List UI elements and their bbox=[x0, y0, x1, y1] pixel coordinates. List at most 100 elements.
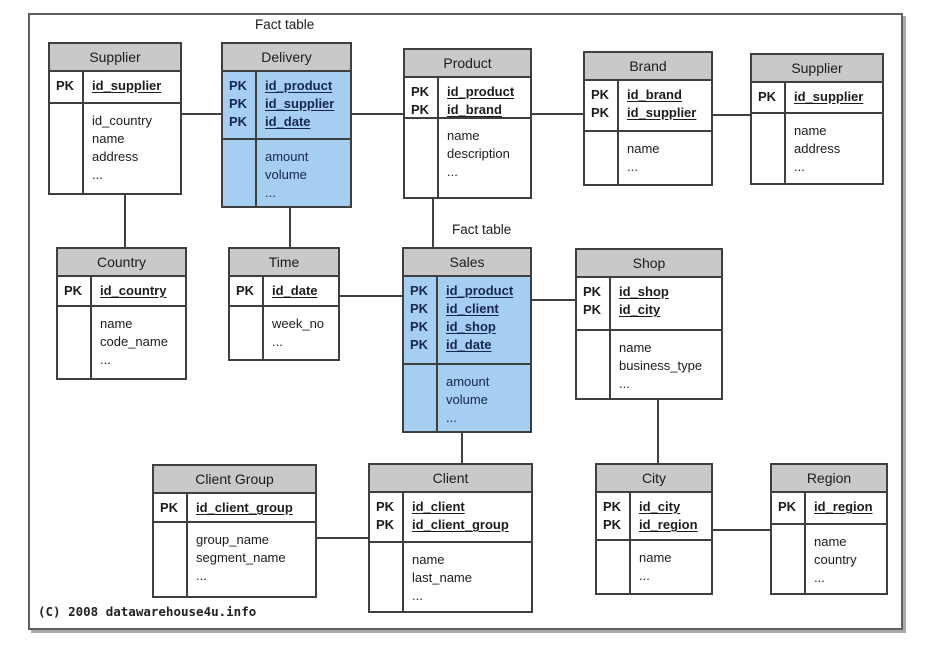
field: ... bbox=[446, 410, 457, 425]
pk-column: PK PK bbox=[405, 78, 439, 117]
pk-column-empty bbox=[404, 365, 438, 431]
table-product: Product PK PK id_product id_brand name d… bbox=[403, 48, 532, 199]
field: volume bbox=[446, 392, 488, 407]
pk-field: id_country bbox=[100, 283, 167, 298]
fields: id_country name address ... bbox=[84, 104, 154, 193]
table-country: Country PK id_country name code_name ... bbox=[56, 247, 187, 380]
field: ... bbox=[794, 159, 805, 174]
pk-badge: PK bbox=[583, 284, 602, 299]
connector-product-brand bbox=[532, 113, 583, 115]
field: ... bbox=[412, 588, 423, 603]
fields: name code_name ... bbox=[92, 307, 170, 378]
pk-column: PK bbox=[752, 83, 786, 112]
pk-badge: PK bbox=[229, 78, 248, 93]
fact-table-label-delivery: Fact table bbox=[255, 17, 315, 32]
field: ... bbox=[100, 352, 111, 367]
pk-section: PK PK PK PK id_product id_client id_shop… bbox=[404, 277, 530, 365]
table-title: Time bbox=[230, 249, 338, 277]
pk-section: PK PK PK id_product id_supplier id_date bbox=[223, 72, 350, 140]
pk-field: id_product bbox=[446, 283, 514, 298]
connector-sales-shop bbox=[532, 299, 575, 301]
pk-section: PK PK id_client id_client_group bbox=[370, 493, 531, 543]
fact-table-label-sales: Fact table bbox=[452, 222, 512, 237]
pk-field: id_product bbox=[447, 84, 515, 99]
field: ... bbox=[92, 167, 103, 182]
field: volume bbox=[265, 167, 307, 182]
pk-column-empty bbox=[585, 132, 619, 184]
table-title: Country bbox=[58, 249, 185, 277]
connector-delivery-time bbox=[289, 208, 291, 247]
table-title: Product bbox=[405, 50, 530, 78]
field: name bbox=[447, 128, 480, 143]
pk-badge: PK bbox=[410, 337, 429, 352]
pk-fields: id_product id_client id_shop id_date bbox=[438, 277, 515, 363]
field: name bbox=[627, 141, 660, 156]
field: name bbox=[794, 123, 827, 138]
fields-section: name address ... bbox=[752, 114, 882, 183]
pk-column: PK PK PK PK bbox=[404, 277, 438, 363]
pk-column-empty bbox=[577, 331, 611, 398]
fields-section: amount volume ... bbox=[404, 365, 530, 431]
table-brand: Brand PK PK id_brand id_supplier name ..… bbox=[583, 51, 713, 186]
pk-field: id_brand bbox=[627, 87, 682, 102]
pk-badge: PK bbox=[410, 283, 429, 298]
pk-field: id_supplier bbox=[627, 105, 697, 120]
field: amount bbox=[446, 374, 490, 389]
field: amount bbox=[265, 149, 309, 164]
pk-field: id_region bbox=[639, 517, 698, 532]
pk-column: PK PK bbox=[585, 81, 619, 130]
pk-column: PK bbox=[154, 494, 188, 521]
table-title: Client Group bbox=[154, 466, 315, 494]
table-supplier-right: Supplier PK id_supplier name address ... bbox=[750, 53, 884, 185]
pk-column-empty bbox=[58, 307, 92, 378]
table-title: Shop bbox=[577, 250, 721, 278]
pk-column: PK bbox=[772, 493, 806, 523]
pk-field: id_client_group bbox=[412, 517, 509, 532]
pk-badge: PK bbox=[411, 84, 430, 99]
table-title: Supplier bbox=[752, 55, 882, 83]
pk-section: PK PK id_product id_brand bbox=[405, 78, 530, 119]
field: code_name bbox=[100, 334, 168, 349]
pk-badge: PK bbox=[229, 96, 248, 111]
pk-badge: PK bbox=[591, 87, 610, 102]
field: week_no bbox=[272, 316, 325, 331]
pk-field: id_city bbox=[619, 302, 661, 317]
table-title: Client bbox=[370, 465, 531, 493]
field: ... bbox=[272, 334, 283, 349]
field: business_type bbox=[619, 358, 703, 373]
fields: name address ... bbox=[786, 114, 842, 183]
pk-column: PK bbox=[230, 277, 264, 305]
pk-column-empty bbox=[230, 307, 264, 359]
fields-section: amount volume ... bbox=[223, 140, 350, 206]
pk-field: id_supplier bbox=[794, 89, 864, 104]
field: last_name bbox=[412, 570, 472, 585]
pk-badge: PK bbox=[603, 499, 622, 514]
fields: week_no ... bbox=[264, 307, 326, 359]
pk-column: PK PK PK bbox=[223, 72, 257, 138]
pk-section: PK id_supplier bbox=[752, 83, 882, 114]
field: ... bbox=[619, 376, 630, 391]
pk-fields: id_shop id_city bbox=[611, 278, 671, 329]
pk-column: PK PK bbox=[577, 278, 611, 329]
pk-section: PK id_region bbox=[772, 493, 886, 525]
pk-badge: PK bbox=[410, 301, 429, 316]
pk-field: id_product bbox=[265, 78, 333, 93]
pk-field: id_shop bbox=[619, 284, 669, 299]
pk-field: id_date bbox=[446, 337, 492, 352]
pk-field: id_region bbox=[814, 499, 873, 514]
field: ... bbox=[265, 185, 276, 200]
field: description bbox=[447, 146, 510, 161]
pk-column: PK PK bbox=[597, 493, 631, 539]
field: country bbox=[814, 552, 857, 567]
pk-badge: PK bbox=[591, 105, 610, 120]
pk-badge: PK bbox=[376, 499, 395, 514]
pk-field: id_supplier bbox=[92, 78, 162, 93]
fields-section: name business_type ... bbox=[577, 331, 721, 398]
pk-field: id_client_group bbox=[196, 500, 293, 515]
fields-section: name ... bbox=[597, 541, 711, 593]
pk-column-empty bbox=[772, 525, 806, 593]
pk-badge: PK bbox=[64, 283, 83, 298]
field: ... bbox=[627, 159, 638, 174]
pk-column-empty bbox=[597, 541, 631, 593]
